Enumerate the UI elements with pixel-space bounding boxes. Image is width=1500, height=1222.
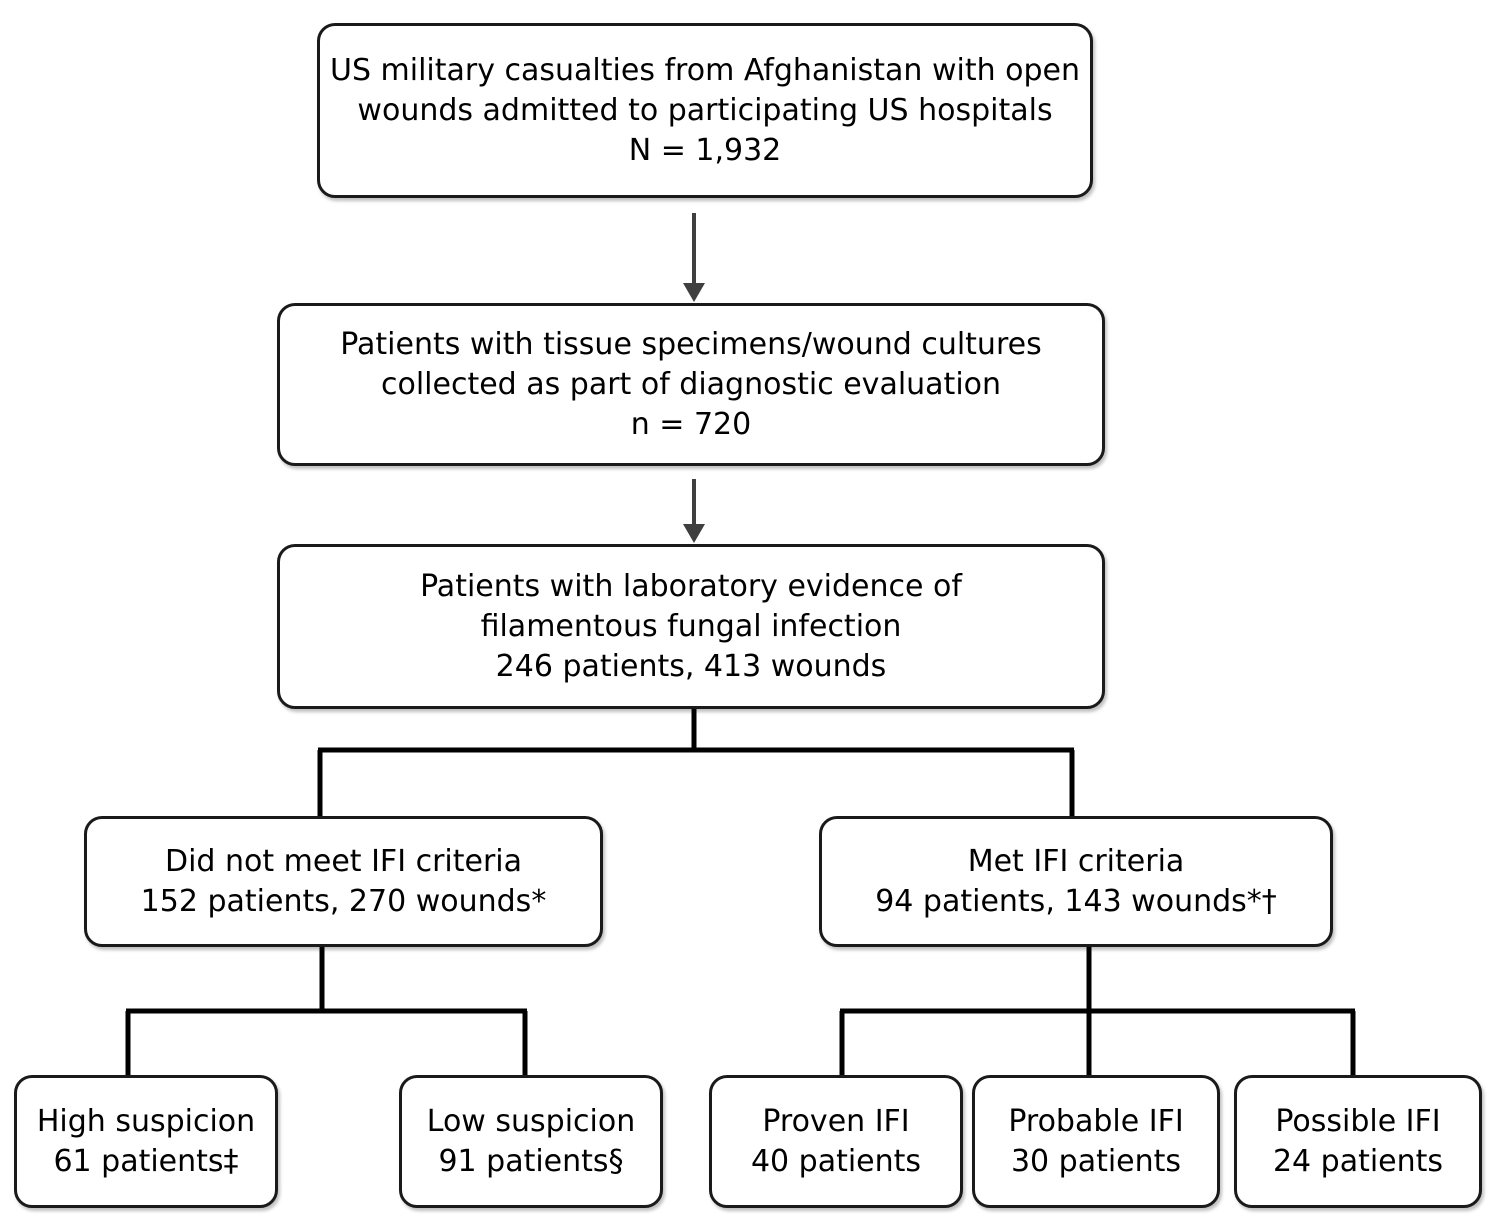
node-lab-evidence: Patients with laboratory evidence of fil… — [277, 544, 1105, 709]
connector-lab-split — [317, 708, 1075, 817]
node-met-count: 94 patients, 143 wounds*† — [875, 883, 1277, 919]
node-specimens-count: n = 720 — [630, 406, 752, 442]
node-specimens-line2: collected as part of diagnostic evaluati… — [380, 366, 1002, 402]
node-low-suspicion: Low suspicion 91 patients§ — [399, 1075, 663, 1208]
node-lab-evidence-line1: Patients with laboratory evidence of — [420, 568, 962, 604]
node-high-suspicion-line1: High suspicion — [36, 1103, 256, 1139]
arrowhead-2 — [683, 524, 705, 543]
node-proven-count: 40 patients — [750, 1143, 922, 1179]
node-proven-ifi: Proven IFI 40 patients — [709, 1075, 963, 1208]
node-not-met-criteria: Did not meet IFI criteria 152 patients, … — [84, 816, 603, 947]
node-all-casualties: US military casualties from Afghanistan … — [317, 23, 1093, 198]
node-low-suspicion-count: 91 patients§ — [438, 1143, 624, 1179]
node-all-casualties-count: N = 1,932 — [628, 132, 782, 168]
node-high-suspicion-count: 61 patients‡ — [53, 1143, 239, 1179]
node-low-suspicion-line1: Low suspicion — [426, 1103, 636, 1139]
node-probable-count: 30 patients — [1010, 1143, 1182, 1179]
connector-not-met-split — [125, 946, 528, 1076]
node-lab-evidence-count: 246 patients, 413 wounds — [495, 648, 887, 684]
node-specimens: Patients with tissue specimens/wound cul… — [277, 303, 1105, 466]
node-all-casualties-line1: US military casualties from Afghanistan … — [329, 52, 1081, 88]
node-possible-line1: Possible IFI — [1275, 1103, 1441, 1139]
node-all-casualties-line2: wounds admitted to participating US hosp… — [357, 92, 1053, 128]
node-lab-evidence-line2: filamentous fungal infection — [480, 608, 902, 644]
node-probable-line1: Probable IFI — [1008, 1103, 1184, 1139]
node-not-met-count: 152 patients, 270 wounds* — [140, 883, 547, 919]
node-possible-ifi: Possible IFI 24 patients — [1234, 1075, 1482, 1208]
node-met-line1: Met IFI criteria — [967, 843, 1185, 879]
node-met-criteria: Met IFI criteria 94 patients, 143 wounds… — [819, 816, 1333, 947]
node-high-suspicion: High suspicion 61 patients‡ — [14, 1075, 278, 1208]
connector-met-split — [839, 946, 1356, 1076]
node-probable-ifi: Probable IFI 30 patients — [972, 1075, 1220, 1208]
arrowhead-1 — [683, 283, 705, 302]
node-proven-line1: Proven IFI — [762, 1103, 910, 1139]
node-possible-count: 24 patients — [1272, 1143, 1444, 1179]
node-not-met-line1: Did not meet IFI criteria — [164, 843, 523, 879]
node-specimens-line1: Patients with tissue specimens/wound cul… — [340, 326, 1042, 362]
